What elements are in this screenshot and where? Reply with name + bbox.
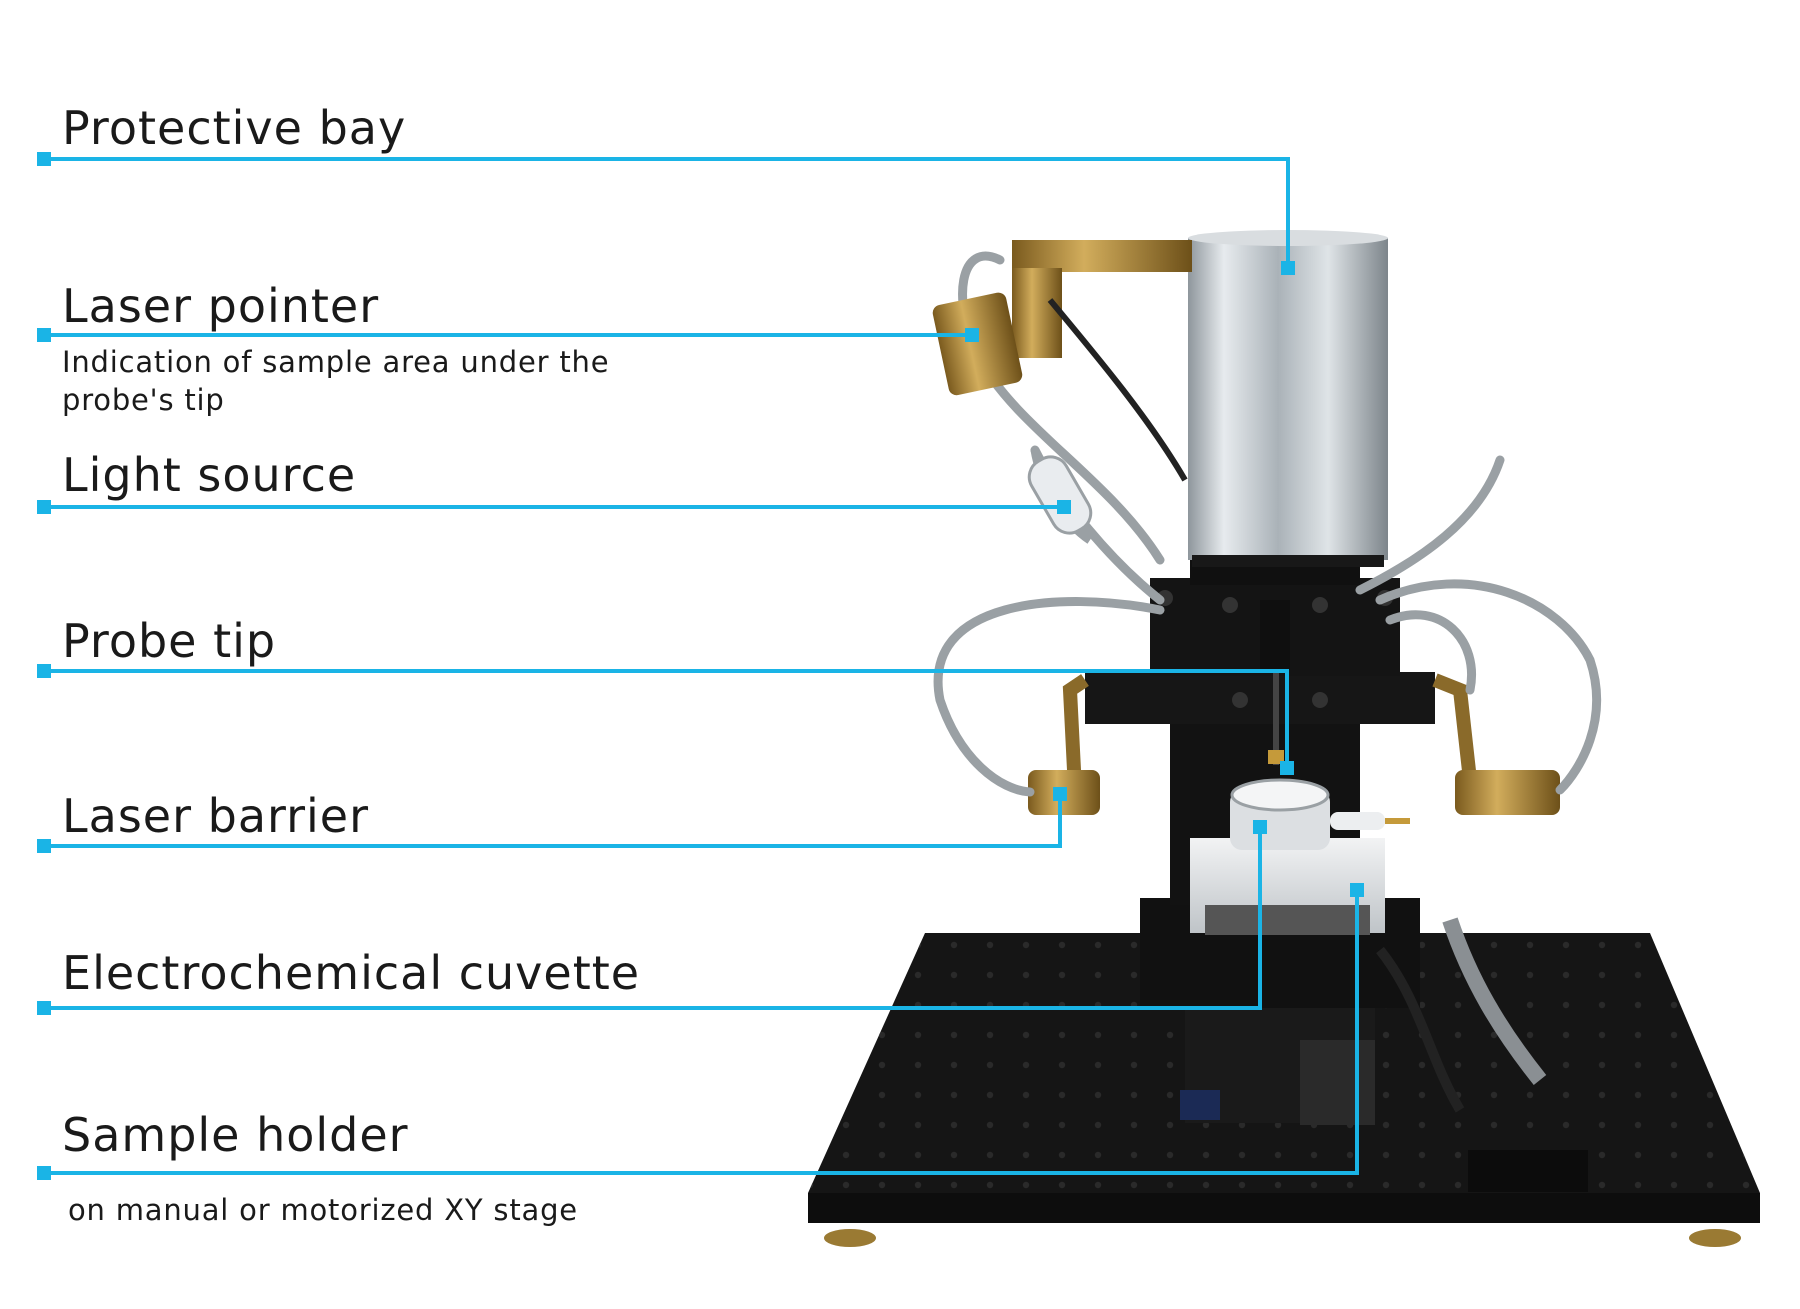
- leader-start-marker-protective-bay: [37, 152, 51, 166]
- label-light-source: Light source: [62, 448, 357, 502]
- leader-end-marker-sample-holder: [1350, 883, 1364, 897]
- leader-end-marker-protective-bay: [1281, 261, 1295, 275]
- laser-pointer-description: Indication of sample area under the prob…: [62, 345, 610, 417]
- label-probe-tip: Probe tip: [62, 614, 277, 668]
- leader-start-marker-light-source: [37, 500, 51, 514]
- cuvette-and-holder: [1190, 778, 1410, 935]
- protective-bay-cylinder: [1188, 230, 1388, 567]
- leader-start-marker-probe-tip: [37, 664, 51, 678]
- leader-start-marker-sample-holder: [37, 1166, 51, 1180]
- label-protective-bay: Protective bay: [62, 101, 407, 155]
- leader-end-marker-laser-barrier: [1053, 787, 1067, 801]
- leader-line-laser-barrier: [44, 794, 1062, 848]
- leader-start-marker-electrochemical-cuvette: [37, 1001, 51, 1015]
- leader-end-marker-light-source: [1057, 500, 1071, 514]
- sample-holder-description: on manual or motorized XY stage: [68, 1193, 578, 1227]
- label-laser-barrier: Laser barrier: [62, 789, 370, 843]
- leader-line-sample-holder: [44, 890, 1359, 1175]
- leader-start-marker-laser-barrier: [37, 839, 51, 853]
- light-source-lamp: [1027, 449, 1093, 544]
- leader-end-marker-laser-pointer: [965, 328, 979, 342]
- leader-line-electrochemical-cuvette: [44, 827, 1262, 1010]
- probe-tip-assembly: [1260, 600, 1290, 765]
- laser-barrier-arms: [1028, 673, 1560, 815]
- leader-start-marker-laser-pointer: [37, 328, 51, 342]
- callout-leader-lines: [37, 152, 1364, 1180]
- label-electrochemical-cuvette: Electrochemical cuvette: [62, 946, 641, 1000]
- laser-pointer-assembly: [932, 240, 1192, 482]
- leader-line-probe-tip: [44, 669, 1289, 768]
- leader-end-marker-electrochemical-cuvette: [1253, 820, 1267, 834]
- leader-line-protective-bay: [44, 157, 1290, 268]
- label-sample-holder: Sample holder: [62, 1108, 409, 1162]
- leader-end-marker-probe-tip: [1280, 761, 1294, 775]
- label-laser-pointer: Laser pointer: [62, 279, 380, 333]
